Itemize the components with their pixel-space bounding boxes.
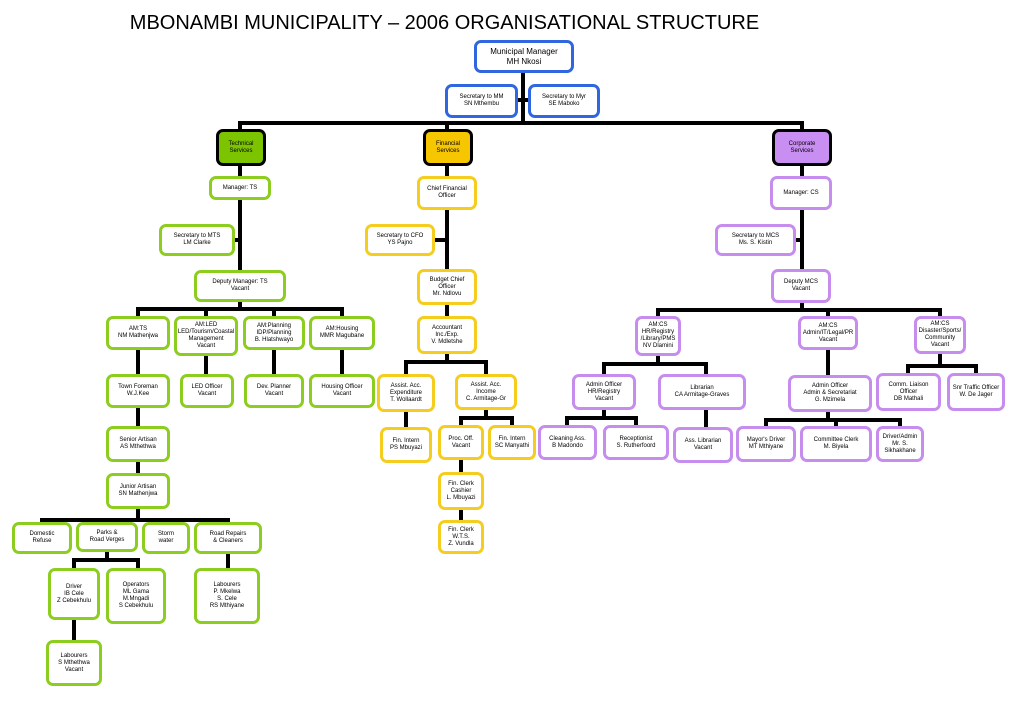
node-led-officer: LED Officer Vacant <box>180 374 234 408</box>
node-assist-acc-expenditure: Assist. Acc. Expenditure T. Wollaardt <box>377 374 435 412</box>
node-admin-officer-secretariat: Admin Officer Admin & Secretariat G. Mzi… <box>788 375 872 412</box>
node-cleaning-ass: Cleaning Ass. B Madondo <box>538 425 597 460</box>
node-receptionist: Receptionist S. Rutherfoord <box>603 425 669 460</box>
node-committee-clerk: Committee Clerk M. Biyela <box>800 426 872 462</box>
node-deputy-mcs: Deputy MCS Vacant <box>771 269 831 303</box>
node-budget-chief-officer: Budget Chief Officer Mr. Ndlovu <box>417 269 477 305</box>
node-deputy-manager-ts: Deputy Manager: TS Vacant <box>194 270 286 302</box>
node-parks-road-verges: Parks & Road Verges <box>76 522 138 552</box>
node-labourers-parks: Labourers S Mthethwa Vacant <box>46 640 102 686</box>
node-secretary-mts: Secretary to MTS LM Clarke <box>159 224 235 256</box>
node-fin-intern-sc: Fin. Intern SC Manyathi <box>488 425 536 460</box>
node-operators: Operators ML Gama M.Mngadi S Cebekhulu <box>106 568 166 624</box>
node-am-housing: AM:Housing MMR Magubane <box>309 316 375 350</box>
node-secretary-cfo: Secretary to CFO YS Pajno <box>365 224 435 256</box>
node-ass-librarian: Ass. Librarian Vacant <box>673 427 733 463</box>
node-am-led: AM:LED LED/Tourism/Coastal Management Va… <box>174 316 238 356</box>
node-manager-ts: Manager: TS <box>209 176 271 200</box>
node-junior-artisan: Junior Artisan SN Mathenjwa <box>106 473 170 509</box>
node-am-cs-hr: AM:CS HR/Registry /Library/PMS NV Dlamin… <box>635 316 681 356</box>
node-town-foreman: Town Foreman W.J.Kee <box>106 374 170 408</box>
node-corporate-services: Corporate Services <box>772 129 832 166</box>
node-snr-traffic-officer: Snr Traffic Officer W. De Jager <box>947 373 1005 411</box>
node-am-cs-disaster: AM:CS Disaster/Sports/ Community Vacant <box>914 316 966 354</box>
node-municipal-manager: Municipal Manager MH Nkosi <box>474 40 574 73</box>
node-road-repairs: Road Repairs & Cleaners <box>194 522 262 554</box>
node-senior-artisan: Senior Artisan AS Mthethwa <box>106 426 170 462</box>
node-proc-off: Proc. Off. Vacant <box>438 425 484 460</box>
page-title-text: MBONAMBI MUNICIPALITY – 2006 ORGANISATIO… <box>129 12 760 34</box>
node-mayors-driver: Mayor's Driver MT Mthiyane <box>736 426 796 462</box>
node-am-cs-admin: AM:CS Admin/IT/Legal/PR Vacant <box>798 316 858 350</box>
node-comm-liaison-officer: Comm. Liaison Officer DB Mathali <box>876 373 941 411</box>
node-dev-planner: Dev. Planner Vacant <box>244 374 304 408</box>
node-secretary-myr: Secretary to Myr SE Maboko <box>528 84 600 118</box>
node-technical-services: Technical Services <box>216 129 266 166</box>
node-storm-water: Storm water <box>142 522 190 554</box>
node-driver-admin: Driver/Admin Mr. S. Sikhakhane <box>876 426 924 462</box>
node-fin-clerk-wts: Fin. Clerk W.T.S. Z. Vundla <box>438 520 484 554</box>
node-labourers-road: Labourers P. Mkelwa S. Cele RS Mthiyane <box>194 568 260 624</box>
node-manager-cs: Manager: CS <box>770 176 832 210</box>
node-accountant: Accountant Inc./Exp. V. Mdletshe <box>417 316 477 354</box>
node-fin-intern-ps: Fin. Intern PS Mbuyazi <box>380 427 432 463</box>
node-chief-financial-officer: Chief Financial Officer <box>417 176 477 210</box>
node-secretary-mm: Secretary to MM SN Mthembu <box>445 84 518 118</box>
node-admin-officer-hr: Admin Officer HR/Registry Vacant <box>572 374 636 410</box>
node-assist-acc-income: Assist. Acc. Income C. Armitage-Gr <box>455 374 517 410</box>
node-housing-officer: Housing Officer Vacant <box>309 374 375 408</box>
node-driver-ib-cele: Driver IB Cele Z Cebekhulu <box>48 568 100 620</box>
node-fin-clerk-cashier: Fin. Clerk Cashier L. Mbuyazi <box>438 472 484 510</box>
node-am-planning: AM:Planning IDP/Planning B. Hlatshwayo <box>243 316 305 350</box>
node-domestic-refuse: Domestic Refuse <box>12 522 72 554</box>
page-title: MBONAMBI MUNICIPALITY – 2006 ORGANISATIO… <box>0 12 1023 35</box>
node-financial-services: Financial Services <box>423 129 473 166</box>
node-secretary-mcs: Secretary to MCS Ms. S. Kistin <box>715 224 796 256</box>
node-am-ts: AM:TS NM Mathenjwa <box>106 316 170 350</box>
node-librarian: Librarian CA Armitage-Graves <box>658 374 746 410</box>
